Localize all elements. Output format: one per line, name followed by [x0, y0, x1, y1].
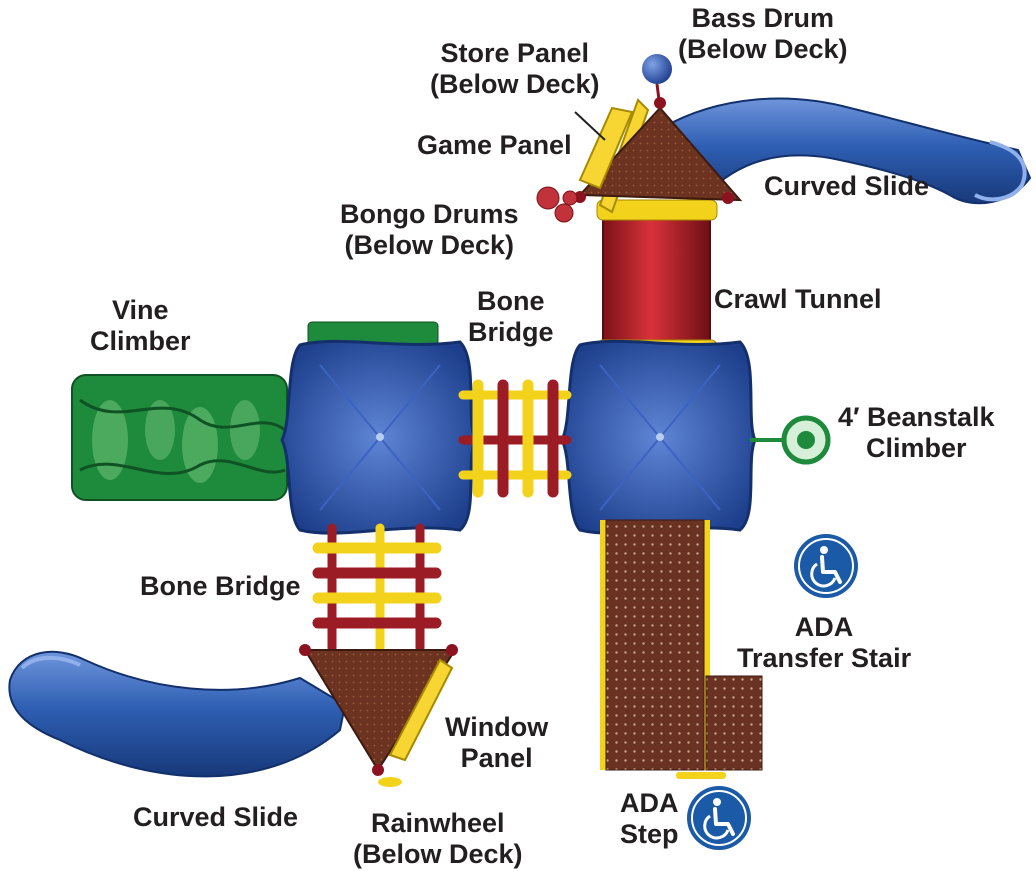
bottom-roof — [299, 644, 458, 787]
bass-drum-ball — [642, 54, 672, 84]
label-curved-slide-top: Curved Slide — [764, 171, 930, 201]
label-curved-slide-bottom: Curved Slide — [133, 802, 299, 832]
left-deck — [280, 339, 477, 535]
ada-transfer-stair-shape — [600, 519, 763, 779]
wheelchair-icon — [687, 786, 751, 850]
label-bass-drum: Bass Drum(Below Deck) — [678, 3, 848, 64]
label-store-panel: Store Panel(Below Deck) — [430, 38, 600, 99]
right-deck — [560, 339, 757, 535]
label-game-panel: Game Panel — [417, 130, 572, 160]
wheelchair-icon — [794, 534, 858, 598]
label-rainwheel: Rainwheel(Below Deck) — [353, 808, 523, 869]
bone-bridge-top-shape — [458, 379, 572, 498]
vine-climber-shape — [71, 374, 288, 501]
top-roof — [574, 97, 743, 214]
curved-slide-top — [660, 97, 1032, 205]
beanstalk-climber-shape — [750, 415, 831, 465]
bongo-drums-shape — [536, 186, 578, 223]
curved-slide-bottom — [8, 650, 347, 778]
label-bone-bridge-bottom: Bone Bridge — [140, 571, 301, 601]
bone-bridge-bottom-shape — [312, 523, 442, 653]
label-crawl-tunnel: Crawl Tunnel — [714, 284, 882, 314]
label-bongo-drums: Bongo Drums(Below Deck) — [340, 199, 519, 260]
